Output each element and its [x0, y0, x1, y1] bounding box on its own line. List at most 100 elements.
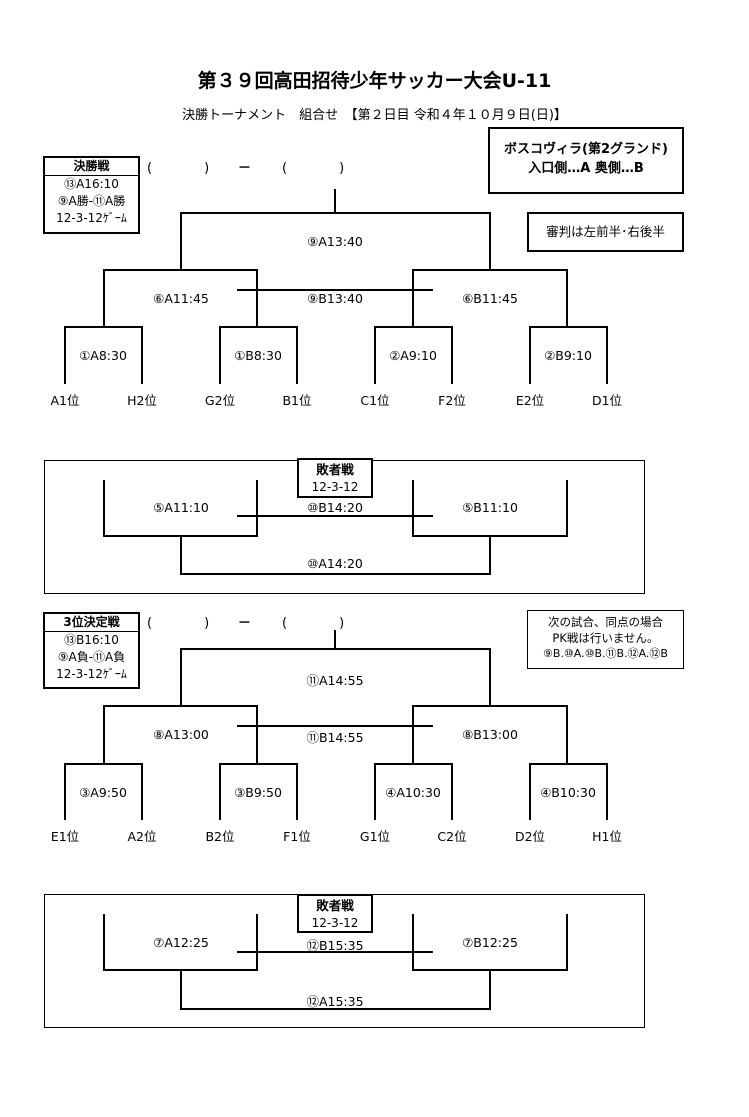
final-r1-bar-3 [374, 326, 453, 328]
third-stem-line [334, 630, 336, 650]
final-team-4: B1位 [282, 393, 312, 408]
third-r1-match-4: ④B10:30 [540, 785, 596, 800]
c1-left-match: ⑤A11:10 [153, 500, 209, 515]
c1-right-match: ⑤B11:10 [462, 500, 518, 515]
final-format: 12-3-12ｹﾞｰﾑ [56, 211, 127, 225]
final-score-dash: － [238, 161, 252, 176]
final-team-1: A1位 [50, 393, 80, 408]
pk-note-line1: 次の試合、同点の場合 [548, 615, 663, 629]
final-stem-line [334, 189, 336, 214]
c2-bottom-match: ⑫A15:35 [306, 994, 364, 1009]
c2-right-match: ⑦B12:25 [462, 935, 518, 950]
pk-note-box: 次の試合、同点の場合 PK戦は行いません。 ⑨B.⑩A.⑩B.⑪B.⑫A.⑫B [527, 610, 684, 669]
third-leaf-2 [141, 763, 143, 820]
third-team-4: F1位 [283, 829, 311, 844]
third-r1-bar-2 [219, 763, 298, 765]
consolation1-title: 敗者戦 [316, 462, 354, 477]
c1-left-inner [256, 480, 258, 537]
third-leaf-8 [606, 763, 608, 820]
c2-center-cross [237, 951, 433, 953]
third-title: 3位決定戦 [45, 614, 138, 632]
third-team-7: D2位 [514, 829, 546, 844]
third-semi-right-bar [412, 705, 567, 707]
third-team-3: B2位 [205, 829, 235, 844]
third-leaf-7 [529, 763, 531, 820]
final-line-c [412, 269, 414, 328]
venue-info-box: ボスコヴィラ(第2グランド) 入口側…A 奥側…B [488, 127, 684, 194]
third-r1-bar-4 [529, 763, 608, 765]
third-team-6: C2位 [437, 829, 467, 844]
third-match: ⑨A負-⑪A負 [57, 650, 126, 664]
third-r1-bar-3 [374, 763, 453, 765]
final-line-d [566, 269, 568, 328]
consolation1-label-box: 敗者戦 12-3-12 [297, 458, 373, 498]
third-team-8: H1位 [592, 829, 622, 844]
third-team-5: G1位 [359, 829, 391, 844]
c2-bottom-bar [180, 1008, 491, 1010]
third-team-2: A2位 [127, 829, 157, 844]
page-subtitle: 決勝トーナメント 組合せ 【第２日目 令和４年１０月９日(日)】 [182, 108, 567, 123]
consolation1-format: 12-3-12 [311, 480, 359, 494]
c1-right-inner [412, 480, 414, 537]
referee-note: 審判は左前半･右後半 [546, 224, 665, 239]
c1-center-match: ⑩B14:20 [307, 500, 363, 515]
third-score-left: ( ) [147, 616, 210, 631]
third-time: ⑬B16:10 [64, 633, 119, 647]
third-center-cross [237, 725, 433, 727]
c1-right-outer [566, 480, 568, 537]
final-match: ⑨A勝-⑪A勝 [57, 194, 126, 208]
consolation2-title: 敗者戦 [316, 898, 354, 913]
third-line-d [566, 705, 568, 765]
page-title: 第３９回高田招待少年サッカー大会U-11 [197, 70, 552, 92]
third-r1-bar-1 [64, 763, 143, 765]
final-title: 決勝戦 [45, 158, 138, 176]
c1-bottom-match: ⑩A14:20 [307, 556, 363, 571]
venue-line: ボスコヴィラ(第2グランド) [504, 142, 668, 157]
third-top-match: ⑪A14:55 [306, 673, 364, 688]
final-semi-left: ⑥A11:45 [153, 291, 209, 306]
third-line-b [256, 705, 258, 765]
c2-right-outer [566, 914, 568, 971]
c1-bottom-left [180, 535, 182, 575]
c2-left-outer [103, 914, 105, 971]
side-line: 入口側…A 奥側…B [528, 161, 644, 176]
final-leaf-4 [296, 326, 298, 384]
consolation2-label-box: 敗者戦 12-3-12 [297, 894, 373, 933]
final-score-right: ( ) [282, 161, 345, 176]
c1-bottom-right [489, 535, 491, 575]
final-leaf-6 [451, 326, 453, 384]
third-semi-left-bar [103, 705, 258, 707]
third-score-right: ( ) [282, 616, 345, 631]
final-time: ⑬A16:10 [64, 177, 119, 191]
third-leaf-4 [296, 763, 298, 820]
final-r1-bar-4 [529, 326, 608, 328]
final-semi-right-bar [412, 269, 567, 271]
final-leaf-1 [64, 326, 66, 384]
final-team-3: G2位 [204, 393, 236, 408]
third-line-a [103, 705, 105, 765]
final-left-drop [180, 212, 182, 271]
final-team-8: D1位 [591, 393, 623, 408]
final-r1-match-3: ②A9:10 [389, 348, 437, 363]
final-right-drop [489, 212, 491, 271]
third-left-drop [180, 648, 182, 707]
pk-note-line2: PK戦は行いません。 [552, 631, 659, 645]
final-leaf-7 [529, 326, 531, 384]
final-r1-match-4: ②B9:10 [544, 348, 592, 363]
consolation2-format: 12-3-12 [311, 916, 359, 930]
third-leaf-1 [64, 763, 66, 820]
final-team-2: H2位 [127, 393, 157, 408]
c1-center-cross [237, 515, 433, 517]
final-semi-center: ⑨B13:40 [307, 291, 363, 306]
third-format: 12-3-12ｹﾞｰﾑ [56, 667, 127, 681]
final-center-cross [237, 289, 433, 291]
final-team-7: E2位 [515, 393, 545, 408]
third-info-box: 3位決定戦 ⑬B16:10 ⑨A負-⑪A負 12-3-12ｹﾞｰﾑ [43, 612, 140, 689]
final-r1-bar-1 [64, 326, 143, 328]
c2-bottom-right [489, 969, 491, 1010]
third-team-1: E1位 [50, 829, 80, 844]
final-top-match: ⑨A13:40 [307, 234, 363, 249]
final-r1-bar-2 [219, 326, 298, 328]
final-top-bar [180, 212, 491, 214]
final-info-box: 決勝戦 ⑬A16:10 ⑨A勝-⑪A勝 12-3-12ｹﾞｰﾑ [43, 156, 140, 234]
